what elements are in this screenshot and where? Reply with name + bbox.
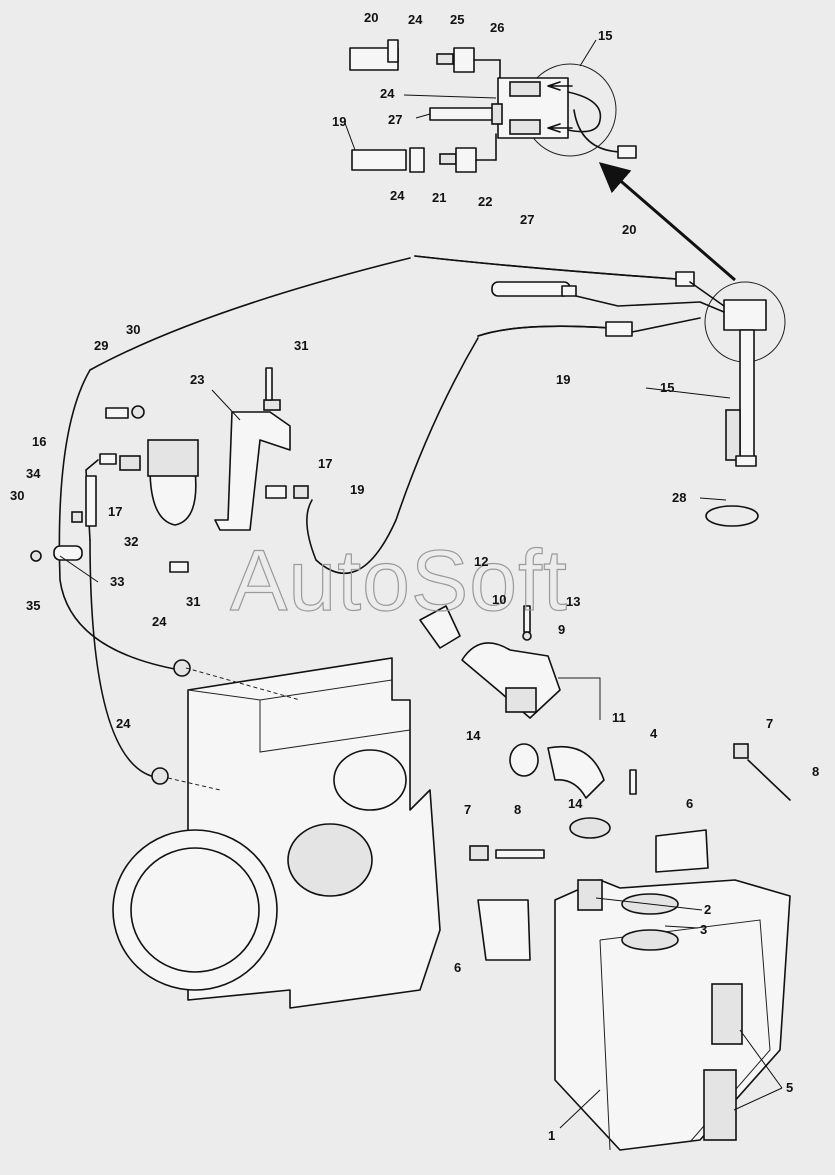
detail-pointer-arrow: [598, 162, 736, 282]
callout-label: 27: [388, 112, 402, 127]
leader-lines: [59, 39, 783, 1129]
callout-label: 19: [556, 372, 570, 387]
callout-label: 10: [492, 592, 506, 607]
callout-label: 26: [490, 20, 504, 35]
callout-label: 12: [474, 554, 488, 569]
callout-label: 17: [318, 456, 332, 471]
callout-label: 20: [364, 10, 378, 25]
callout-label: 7: [464, 802, 471, 817]
detail-view-sender-unit: [349, 39, 637, 173]
callout-label: 19: [332, 114, 346, 129]
callout-label: 6: [686, 796, 693, 811]
fuel-hoses: [58, 255, 725, 671]
callout-label: 24: [152, 614, 167, 629]
callout-label: 5: [786, 1080, 793, 1095]
callout-label: 16: [32, 434, 46, 449]
callout-label: 31: [294, 338, 308, 353]
callout-label: 30: [10, 488, 24, 503]
callout-label: 6: [454, 960, 461, 975]
callout-label: 30: [126, 322, 140, 337]
fuel-level-sender: [704, 281, 786, 527]
tank-mounting-hardware: [469, 743, 791, 961]
callout-label: 28: [672, 490, 686, 505]
callout-label: 15: [660, 380, 674, 395]
callout-labels: 20 24 25 26 15 24 27 19 24 21 22 27 20 1…: [10, 10, 819, 1143]
callout-label: 2: [704, 902, 711, 917]
callout-label: 29: [94, 338, 108, 353]
callout-label: 8: [812, 764, 819, 779]
callout-label: 25: [450, 12, 464, 27]
callout-label: 9: [558, 622, 565, 637]
callout-label: 22: [478, 194, 492, 209]
callout-label: 14: [568, 796, 583, 811]
callout-label: 7: [766, 716, 773, 731]
filler-neck-parts: [419, 605, 611, 839]
callout-label: 19: [350, 482, 364, 497]
callout-label: 15: [598, 28, 612, 43]
callout-label: 1: [548, 1128, 555, 1143]
callout-label: 24: [408, 12, 423, 27]
callout-label: 35: [26, 598, 40, 613]
callout-label: 21: [432, 190, 446, 205]
callout-label: 14: [466, 728, 481, 743]
watermark-text: AutoSoft: [230, 533, 568, 629]
callout-label: 3: [700, 922, 707, 937]
callout-label: 24: [390, 188, 405, 203]
fuel-filter-assembly: [30, 367, 309, 779]
callout-label: 8: [514, 802, 521, 817]
callout-label: 32: [124, 534, 138, 549]
callout-label: 20: [622, 222, 636, 237]
callout-label: 23: [190, 372, 204, 387]
callout-label: 24: [380, 86, 395, 101]
fuel-tank: [554, 769, 791, 1151]
callout-label: 11: [612, 710, 626, 725]
callout-label: 33: [110, 574, 124, 589]
engine-block: [112, 657, 441, 1009]
callout-label: 31: [186, 594, 200, 609]
callout-label: 17: [108, 504, 122, 519]
callout-label: 13: [566, 594, 580, 609]
callout-label: 27: [520, 212, 534, 227]
callout-label: 24: [116, 716, 131, 731]
callout-label: 4: [650, 726, 658, 741]
callout-label: 34: [26, 466, 41, 481]
